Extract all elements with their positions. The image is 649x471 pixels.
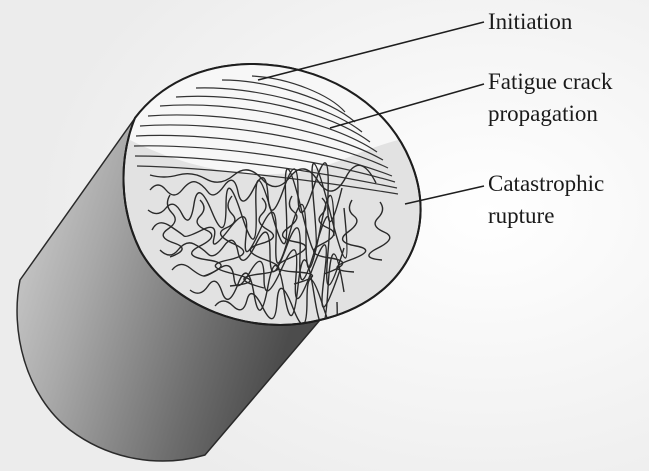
label-catastrophic-line1: Catastrophic [488,170,604,198]
label-fatigue-line1: Fatigue crack [488,68,613,96]
label-catastrophic-line2: rupture [488,202,554,230]
label-fatigue-line2: propagation [488,100,598,128]
label-initiation: Initiation [488,8,572,36]
